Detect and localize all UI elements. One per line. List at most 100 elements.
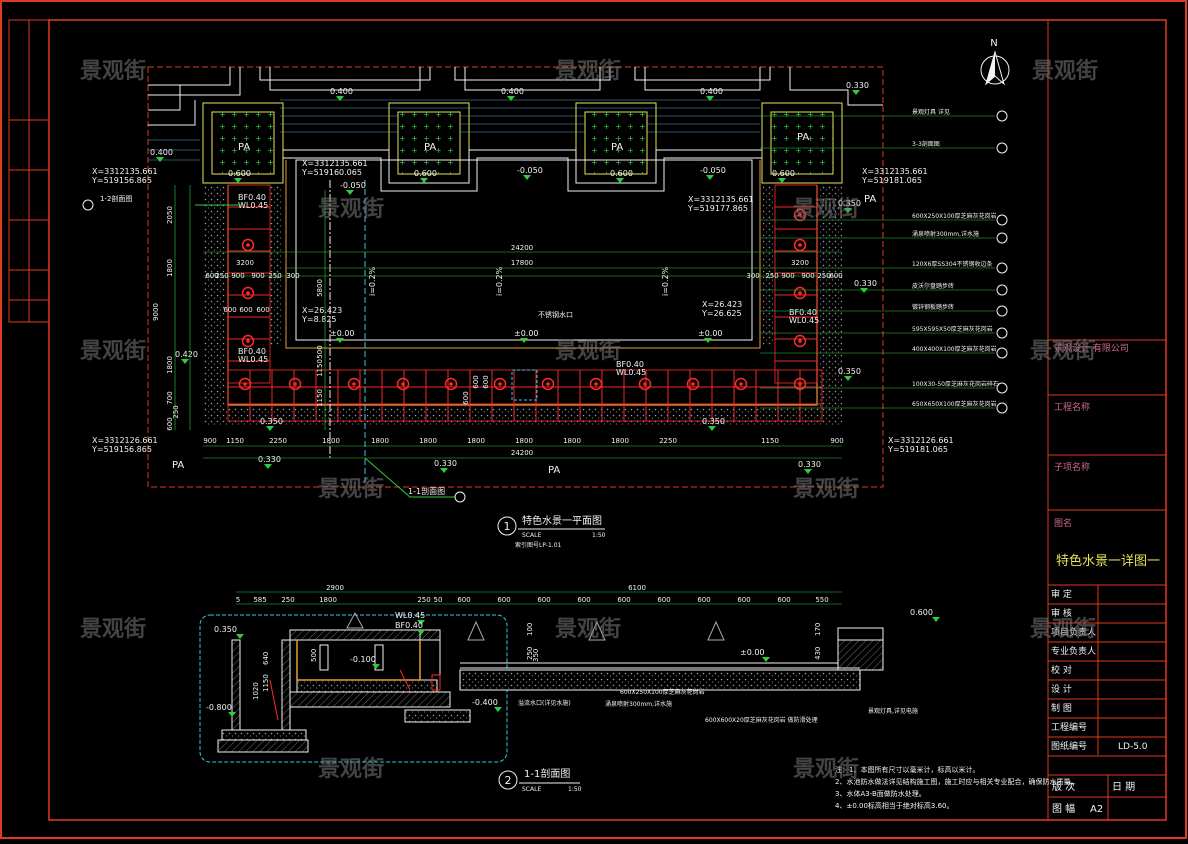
svg-text:1: 1	[504, 520, 511, 533]
svg-text:1:50: 1:50	[568, 786, 582, 793]
wl-label: WL0.45	[789, 316, 819, 325]
tb-row-label: 审 核	[1051, 607, 1072, 619]
north-arrow-icon: N	[980, 38, 1010, 86]
svg-text:皮沃尔盘踏步砖: 皮沃尔盘踏步砖	[912, 282, 954, 290]
svg-text:0.600: 0.600	[228, 169, 251, 178]
svg-text:400X400X100厚芝麻灰花岗岩: 400X400X100厚芝麻灰花岗岩	[912, 345, 997, 353]
paving-tile	[733, 386, 757, 405]
pa-label: PA	[864, 194, 876, 205]
wl-label: WL0.45	[616, 368, 646, 377]
svg-text:镀锌钢板踏步砖: 镀锌钢板踏步砖	[912, 303, 954, 311]
fountain-nozzle-icon	[589, 377, 603, 391]
svg-text:0.420: 0.420	[175, 350, 198, 359]
wl-label: WL0.45	[238, 201, 268, 210]
dimension-text: 600	[223, 306, 236, 314]
section-label: 景观灯具,详见电施	[868, 707, 918, 715]
elevation-marker: -0.800	[206, 703, 236, 717]
watermark-text: 景观街	[318, 476, 384, 502]
elevation-marker: 0.350	[214, 625, 244, 639]
dimension-text: 250	[172, 405, 180, 418]
dimension-text: 900	[251, 272, 264, 280]
watermark-text: 景观街	[80, 338, 146, 364]
elevation-marker: 0.350	[838, 367, 861, 381]
fountain-nozzle-icon	[241, 334, 255, 348]
paving-tile	[491, 386, 515, 405]
binding-strip	[8, 19, 50, 323]
elevation-marker: -0.400	[472, 698, 502, 712]
svg-text:600X250X100厚芝麻灰花岗岩: 600X250X100厚芝麻灰花岗岩	[912, 212, 997, 220]
dimension-text: 1800	[166, 356, 174, 374]
fountain-nozzle-icon	[493, 377, 507, 391]
fountain-nozzle-icon	[793, 334, 807, 348]
gravel-border-right	[820, 185, 842, 420]
svg-text:0.400: 0.400	[501, 87, 524, 96]
coord-label: X=26.423	[702, 300, 742, 309]
elevation-marker: 0.330	[258, 455, 281, 469]
coord-label: X=3312135.661	[862, 167, 928, 176]
watermark-text: 景观街	[793, 476, 859, 502]
watermark-text: 景观街	[793, 196, 859, 222]
dimension-text: 24200	[511, 244, 533, 252]
coord-label: X=3312135.661	[302, 159, 368, 168]
callout: 涌泉喷射300mm,详水施	[760, 230, 1008, 244]
dimension-text: 250	[417, 596, 430, 604]
fountain-nozzle-icon	[734, 377, 748, 391]
fountain-nozzle-icon	[638, 377, 652, 391]
watermark-text: 景观街	[318, 756, 384, 782]
dimension-text: 600	[457, 596, 470, 604]
svg-text:0.350: 0.350	[838, 199, 861, 208]
dimension-text: 5	[236, 596, 240, 604]
paving-tile	[711, 386, 735, 405]
svg-text:0.350: 0.350	[260, 417, 283, 426]
fountain-nozzle-icon	[238, 377, 252, 391]
elevation-marker: -0.050	[700, 166, 726, 180]
dimension-text: 2250	[269, 437, 287, 445]
watermarks: 景观街景观街景观街景观街景观街景观街景观街景观街景观街景观街景观街景观街景观街景…	[80, 58, 1098, 782]
tb-drawing-name-label: 图名	[1054, 517, 1072, 529]
dimension-text: 585	[253, 596, 266, 604]
plan-clip-boundary	[147, 66, 884, 488]
elevation-marker: 0.350	[838, 199, 861, 213]
dimension-text: 1800	[467, 437, 485, 445]
elevation-marker: 0.600	[414, 169, 437, 183]
dimension-text: 250	[817, 272, 830, 280]
paving-lines	[148, 99, 760, 161]
section-label: 600X250X100厚芝麻灰花岗岩	[620, 688, 705, 696]
dimension-text: 1150	[262, 674, 270, 692]
dimension-text: 1150	[226, 437, 244, 445]
paving-tile	[249, 386, 273, 405]
dimension-text: 1150	[316, 359, 324, 377]
paving-tile	[799, 403, 823, 422]
fountain-nozzle-icon	[288, 377, 302, 391]
dimension-text: 250	[765, 272, 778, 280]
tb-company: 景观设计 有限公司	[1054, 342, 1129, 354]
svg-text:0.600: 0.600	[910, 608, 933, 617]
note-line: 3、水体A3-B面做防水处理。	[835, 789, 926, 798]
elevation-marker: -0.100	[350, 655, 380, 669]
dimension-text: 1800	[319, 596, 337, 604]
elevation-marker: ±0.00	[330, 329, 355, 343]
paving-tile	[774, 360, 818, 384]
fountain-nozzle-icon	[444, 377, 458, 391]
dimension-text: 250	[526, 647, 534, 660]
svg-text:SCALE: SCALE	[522, 786, 541, 793]
tb-version-label: 版 次	[1052, 780, 1075, 793]
elevation-marker: ±0.00	[740, 648, 770, 662]
tb-size-label: 图 幅	[1052, 802, 1075, 815]
callout-left: 1-2剖面图	[100, 194, 132, 203]
dimension-text: 50	[434, 596, 443, 604]
elevation-marker: ±0.00	[698, 329, 723, 343]
pa-label: PA	[548, 465, 560, 476]
svg-text:索引图号LP-1.01: 索引图号LP-1.01	[515, 541, 562, 549]
callout: 镀锌钢板踏步砖	[760, 303, 1008, 317]
dimension-text: 900	[830, 437, 843, 445]
dimension-text: 600	[829, 272, 842, 280]
watermark-text: 景观街	[555, 616, 621, 642]
gravel-border-left	[203, 185, 225, 420]
